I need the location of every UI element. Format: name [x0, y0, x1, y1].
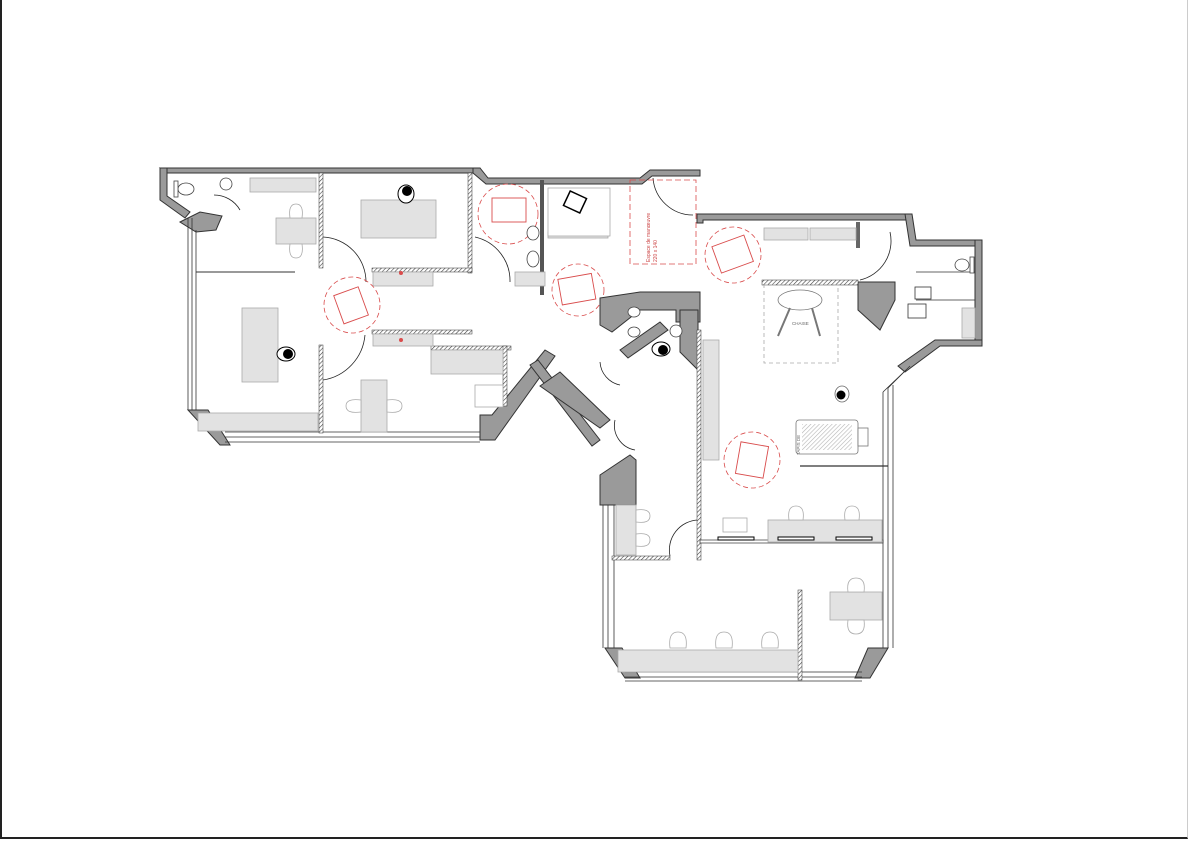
treadmill-label: TAPIS DE	[796, 435, 801, 455]
equipment-label: CHAISE	[792, 321, 809, 326]
right-furniture	[547, 187, 976, 673]
treadmill	[795, 419, 869, 455]
door-swings	[213, 177, 892, 557]
right-glazing	[602, 365, 911, 682]
chairs-right	[635, 505, 865, 649]
chairs-left	[289, 203, 403, 413]
left-glazing	[187, 218, 480, 443]
wheelchair-icons	[333, 197, 770, 479]
accessibility-zones	[323, 179, 781, 489]
maneuver-dims-label: 220 x 140	[653, 240, 659, 262]
equipment-zone	[763, 284, 839, 364]
sanitary-fixtures	[173, 177, 975, 342]
armchair	[562, 189, 588, 215]
left-partitions	[196, 172, 544, 434]
monitors	[717, 536, 873, 541]
maneuver-space-label: Espace de manœuvre	[646, 213, 652, 262]
left-furniture	[197, 177, 609, 433]
person-icons	[276, 184, 850, 403]
right-wing-walls	[529, 213, 983, 679]
